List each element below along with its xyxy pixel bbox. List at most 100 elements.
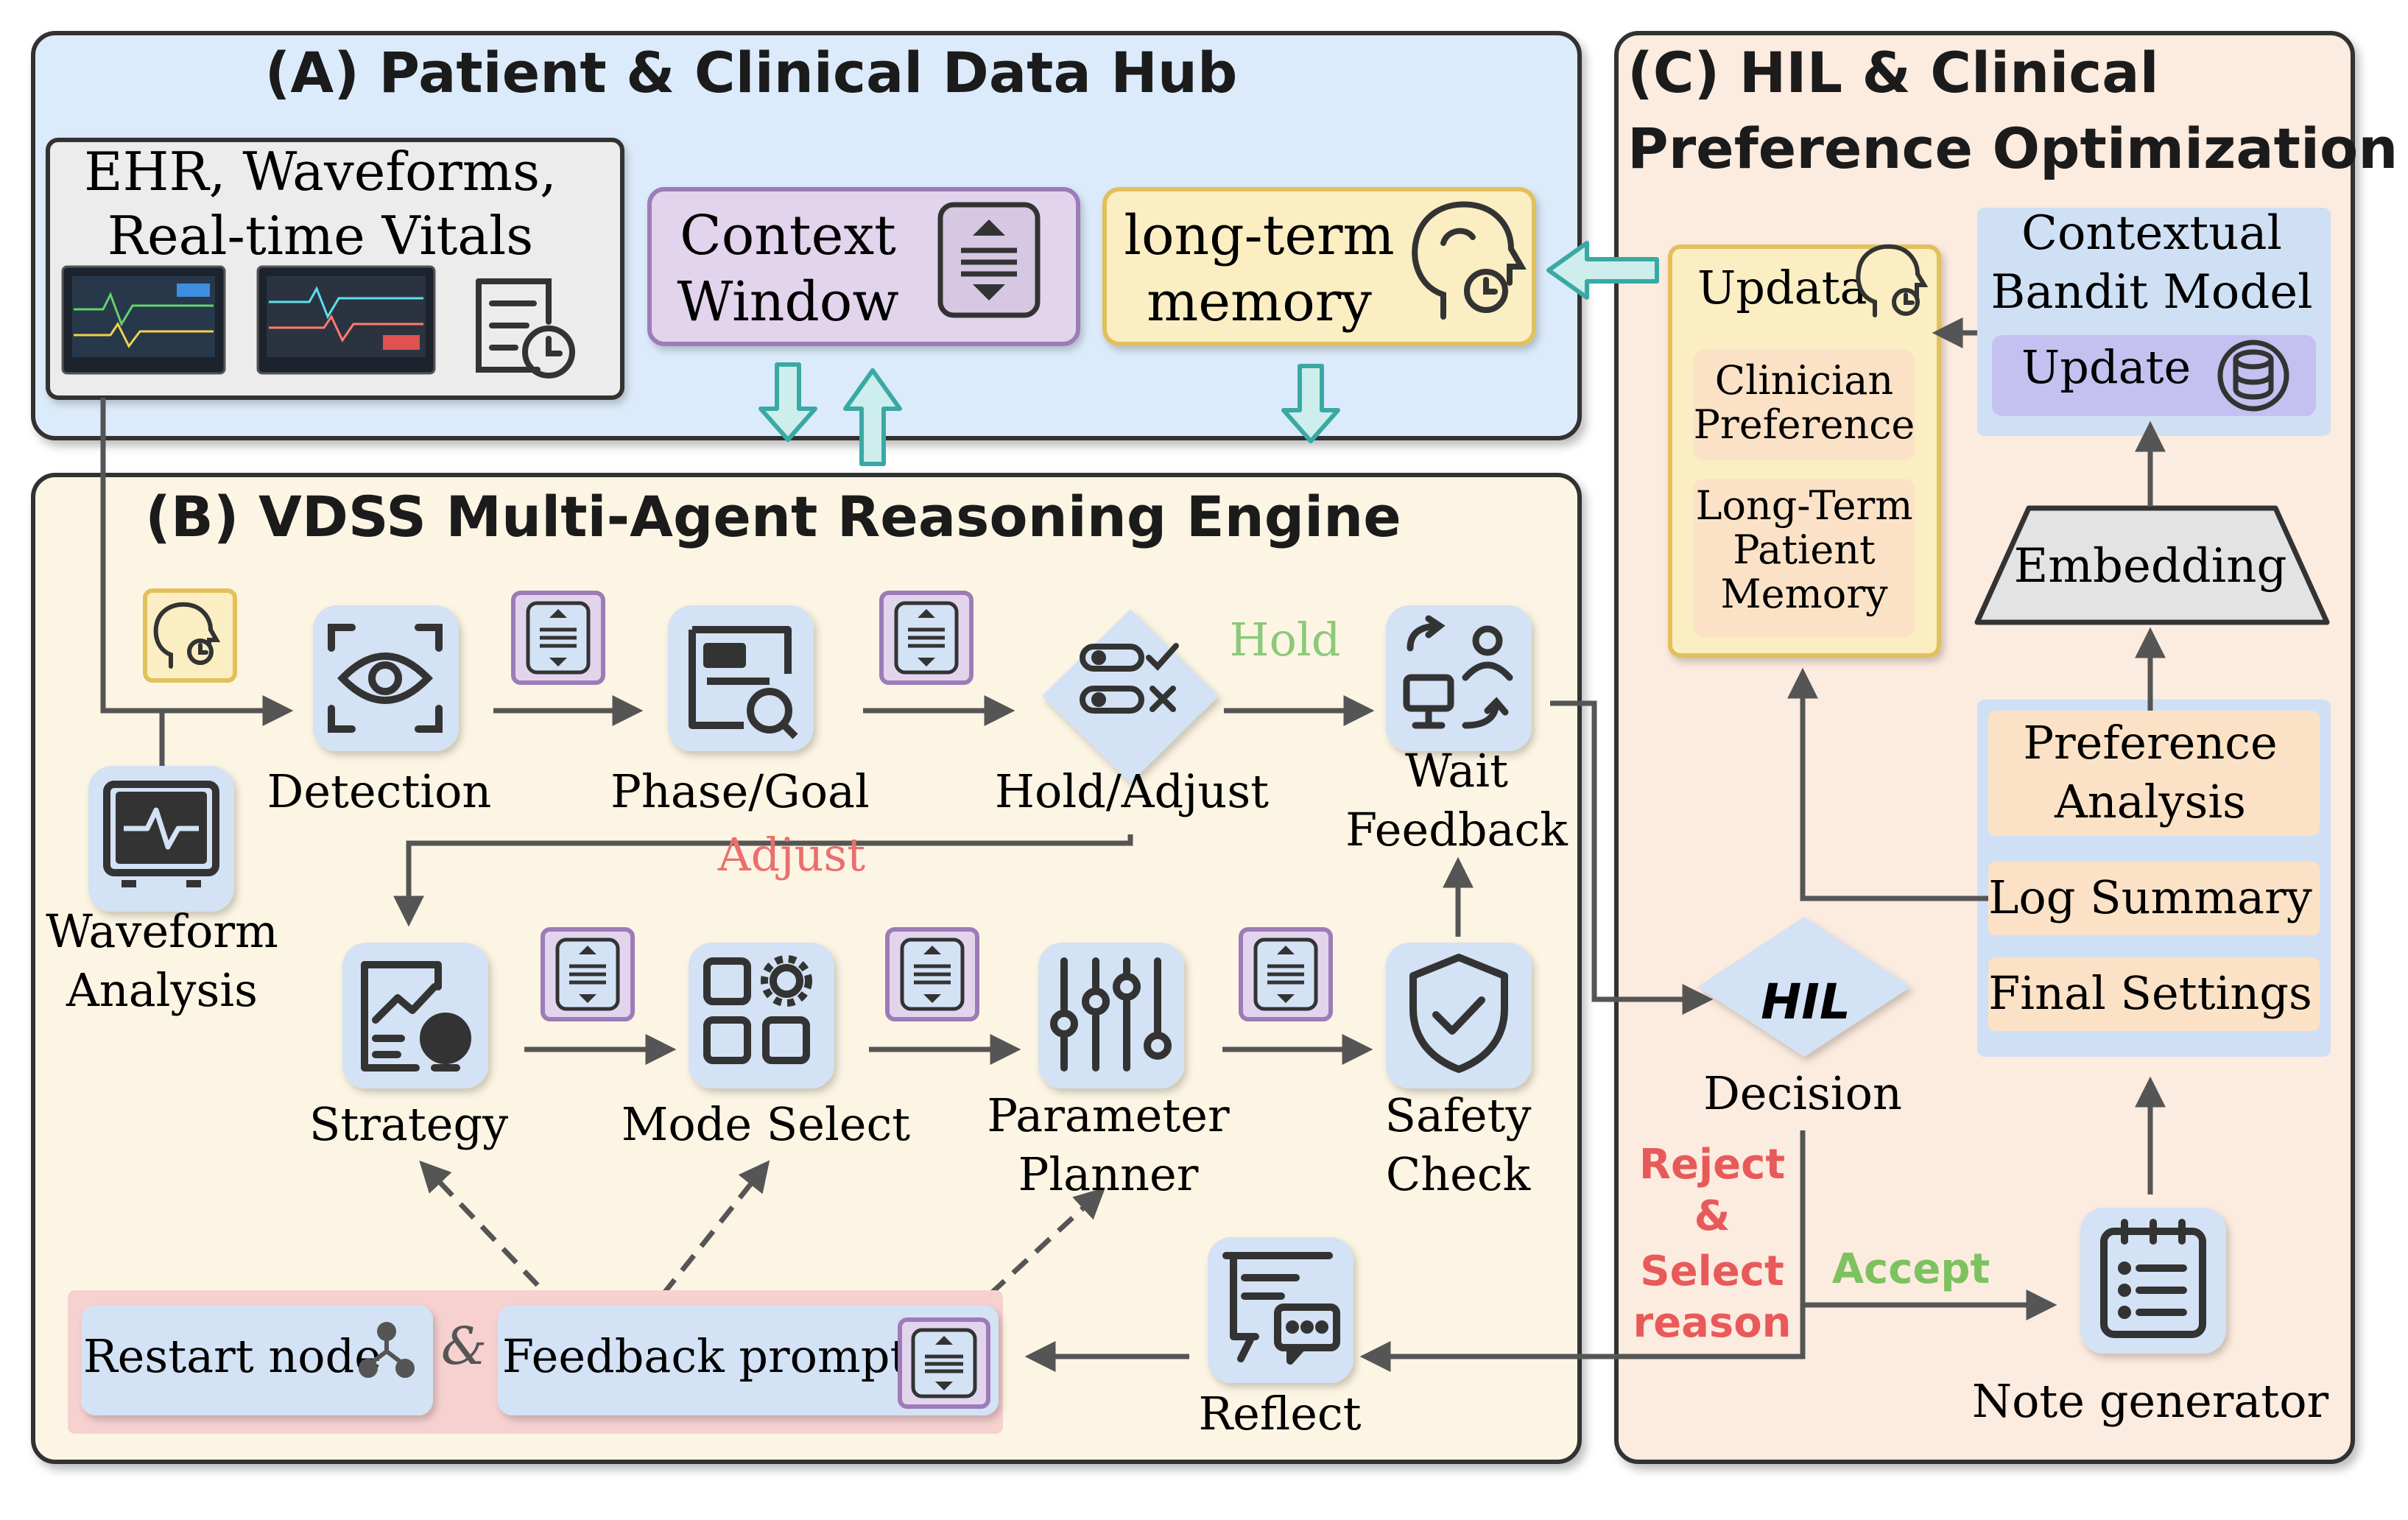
hil-label: HIL xyxy=(1761,974,1851,1030)
final-settings-label: Final Settings xyxy=(1988,966,2312,1020)
detection-label: Detection xyxy=(267,764,492,818)
wait-feedback-line2: Feedback xyxy=(1345,803,1568,856)
mode-select-node: Mode Select xyxy=(622,943,910,1151)
long-term-memory-box xyxy=(1102,187,1536,346)
user-exchange-icon xyxy=(1403,615,1513,729)
decision-label: Decision xyxy=(1703,1066,1902,1120)
hold-branch-label: Hold xyxy=(1230,613,1341,666)
safety-check-line1: Safety xyxy=(1384,1088,1531,1142)
memory-head-icon xyxy=(1856,244,1929,317)
restart-node-label: Restart node xyxy=(83,1329,381,1383)
log-summary-box xyxy=(1988,862,2320,935)
strategy-node: Strategy xyxy=(309,943,508,1151)
context-window-line1: Context xyxy=(680,204,896,267)
embedding-label: Embedding xyxy=(2014,539,2287,594)
clinician-preference-line1: Clinician xyxy=(1715,357,1893,404)
long-term-patient-memory-box xyxy=(1694,479,1915,637)
context-badges xyxy=(511,591,1333,1021)
parameter-planner-line2: Planner xyxy=(1018,1147,1199,1201)
feedback-prompt-label: Feedback prompt xyxy=(502,1329,908,1383)
document-search-icon xyxy=(689,626,798,739)
detection-node: Detection xyxy=(267,605,492,818)
updata-label: Updata xyxy=(1697,261,1867,314)
ltpm-line2: Patient xyxy=(1733,527,1876,573)
waveform-analysis-node: Waveform Analysis xyxy=(46,766,278,1017)
node-tree-icon xyxy=(359,1322,415,1378)
shield-check-icon xyxy=(1409,954,1508,1073)
hil-decision-node: HIL Decision xyxy=(1697,917,1911,1120)
waveform-analysis-line1: Waveform xyxy=(46,904,278,958)
panel-a-title: (A) Patient & Clinical Data Hub xyxy=(265,40,1238,105)
ehr-label-line1: EHR, Waveforms, xyxy=(84,141,557,203)
reflect-node: Reflect xyxy=(1198,1237,1362,1440)
preference-analysis-line2: Analysis xyxy=(2054,775,2246,828)
panel-c-title-line1: (C) HIL & Clinical xyxy=(1627,40,2159,105)
teal-arrow-down-memory xyxy=(1281,364,1340,443)
context-window-icon xyxy=(541,927,635,1021)
preference-analysis-box xyxy=(1988,711,2320,836)
strategy-label: Strategy xyxy=(309,1097,508,1151)
final-settings-box xyxy=(1988,957,2320,1031)
adjust-branch-label: Adjust xyxy=(717,828,865,882)
eye-scan-icon xyxy=(328,624,443,733)
wait-feedback-node: Wait Feedback xyxy=(1345,605,1568,856)
reject-line1: Reject xyxy=(1639,1141,1785,1189)
toggle-check-icon xyxy=(1080,643,1179,714)
panel-b-title: (B) VDSS Multi-Agent Reasoning Engine xyxy=(145,484,1401,549)
clinician-preference-box xyxy=(1694,350,1915,460)
log-summary-label: Log Summary xyxy=(1988,870,2312,924)
safety-check-line2: Check xyxy=(1386,1147,1531,1201)
reject-line4: reason xyxy=(1633,1299,1791,1347)
panel-c-title-line2: Preference Optimization xyxy=(1627,116,2398,181)
note-generator-label: Note generator xyxy=(1972,1374,2329,1428)
reject-line2: & xyxy=(1694,1192,1731,1240)
board-chat-icon xyxy=(1222,1252,1340,1365)
phase-goal-label: Phase/Goal xyxy=(610,764,870,818)
parameter-planner-node: Parameter Planner xyxy=(987,943,1230,1201)
clinician-preference-line2: Preference xyxy=(1694,401,1915,448)
context-window-icon xyxy=(898,1317,990,1409)
teal-arrow-down-context xyxy=(758,362,817,442)
database-refresh-icon xyxy=(2217,339,2289,412)
preference-analysis-line1: Preference xyxy=(2023,716,2277,770)
memory-badge xyxy=(143,588,237,683)
monitor-screen-icon xyxy=(61,265,226,375)
long-term-memory-line1: long-term xyxy=(1124,204,1394,267)
record-clock-icon xyxy=(476,278,575,379)
hil-connectors xyxy=(1787,317,2166,1194)
memory-head-icon xyxy=(1412,201,1527,320)
safety-check-node: Safety Check xyxy=(1384,943,1532,1201)
phase-goal-node: Phase/Goal xyxy=(610,605,870,818)
wait-feedback-line1: Wait xyxy=(1405,744,1508,798)
embedding-node: Embedding xyxy=(1974,505,2330,625)
context-window-icon xyxy=(885,927,979,1021)
waveform-monitor-icon xyxy=(103,781,219,887)
restart-node-box: Restart node xyxy=(81,1305,433,1415)
context-window-icon xyxy=(879,591,974,685)
context-window-line2: Window xyxy=(677,270,898,334)
apps-gear-icon xyxy=(703,955,812,1064)
sliders-icon xyxy=(1050,957,1172,1072)
context-window-icon xyxy=(937,202,1041,318)
teal-arrow-left-memory xyxy=(1546,241,1659,300)
update-label: Update xyxy=(2021,340,2191,394)
ltpm-line1: Long-Term xyxy=(1696,482,1913,529)
feedback-prompt-box: Feedback prompt xyxy=(498,1305,999,1415)
ehr-label-line2: Real-time Vitals xyxy=(108,205,533,267)
long-term-memory-line2: memory xyxy=(1147,270,1372,334)
reflect-label: Reflect xyxy=(1198,1387,1361,1440)
bandit-line1: Contextual xyxy=(2021,206,2282,261)
chart-bulb-icon xyxy=(361,961,471,1072)
hold-adjust-node: Hold/Adjust xyxy=(995,609,1269,818)
accept-label: Accept xyxy=(1832,1245,1990,1293)
parameter-planner-line1: Parameter xyxy=(987,1088,1230,1142)
teal-arrow-up-context xyxy=(843,368,902,466)
monitor-screen-icon xyxy=(256,265,436,375)
reject-line3: Select xyxy=(1640,1248,1784,1295)
engine-connectors xyxy=(100,398,2057,1372)
bandit-line2: Bandit Model xyxy=(1990,265,2312,320)
note-generator-node: Note generator xyxy=(1972,1208,2329,1428)
ltpm-line3: Memory xyxy=(1720,571,1888,617)
